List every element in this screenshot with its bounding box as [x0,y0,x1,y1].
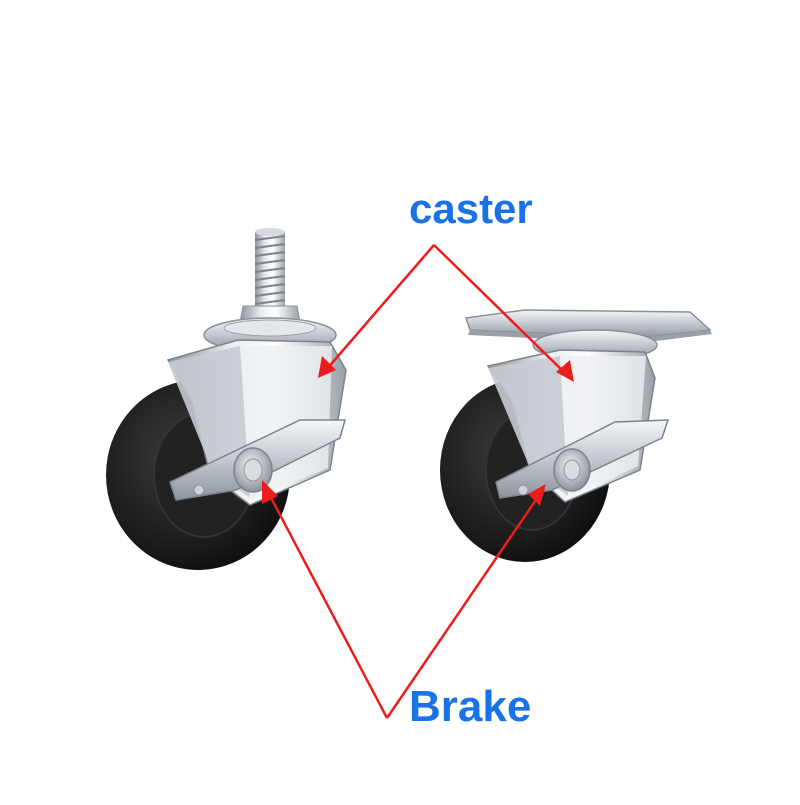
caster-pointer-arrows [325,244,567,375]
caster-arrowhead-left [318,356,336,378]
threaded-stem [239,228,301,323]
right-caster [440,309,712,562]
brake-label: Brake [409,682,532,731]
left-caster [106,228,347,570]
brake-arrowhead-right [528,484,546,506]
caster-label: caster [409,185,533,232]
brake-pointer-arrows [266,491,542,719]
caster-arrowhead-right [556,360,574,382]
brake-arrowhead-left [262,480,278,504]
